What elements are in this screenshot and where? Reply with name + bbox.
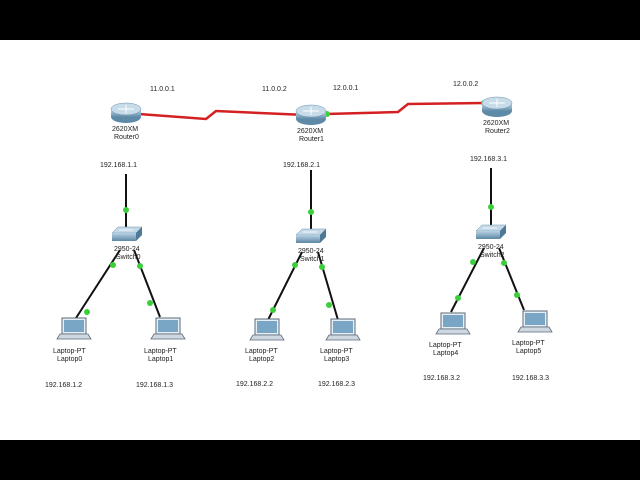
- status-light: [501, 260, 507, 266]
- laptop-ip: 192.168.2.2: [236, 381, 273, 388]
- laptop4[interactable]: Laptop-PT Laptop4 192.168.3.2: [423, 312, 471, 382]
- laptop-type: Laptop-PT: [429, 342, 462, 349]
- router0[interactable]: 2620XM Router0: [110, 102, 142, 141]
- laptop-name: Laptop0: [57, 356, 82, 363]
- status-light: [137, 263, 143, 269]
- laptop-type: Laptop-PT: [144, 348, 177, 355]
- status-light: [147, 300, 153, 306]
- laptop3[interactable]: Laptop-PT Laptop3 192.168.2.3: [318, 318, 361, 388]
- laptop-name: Laptop2: [249, 356, 274, 363]
- lan-link-switch0-laptop0[interactable]: [75, 249, 121, 319]
- status-light: [470, 259, 476, 265]
- status-light: [110, 262, 116, 268]
- switch-model: 2950-24: [298, 248, 324, 255]
- laptop-type: Laptop-PT: [512, 340, 545, 347]
- lan-link-switch1-laptop3[interactable]: [317, 251, 339, 321]
- laptop0[interactable]: Laptop-PT Laptop0 192.168.1.2: [45, 317, 92, 389]
- status-light: [84, 309, 90, 315]
- lan-link-switch0-laptop1[interactable]: [133, 249, 161, 318]
- switch-name: Switch1: [300, 256, 325, 263]
- status-light: [326, 302, 332, 308]
- laptop-type: Laptop-PT: [245, 348, 278, 355]
- wan-ip-label: 11.0.0.1: [150, 86, 175, 93]
- wan-ip-label: 12.0.0.2: [453, 81, 478, 88]
- laptop-type: Laptop-PT: [53, 348, 86, 355]
- wan-ip-label: 11.0.0.2: [262, 86, 287, 93]
- router-lan-ip: 192.168.2.1: [283, 162, 320, 169]
- status-light: [488, 204, 494, 210]
- switch-name: Switch0: [116, 254, 141, 261]
- laptop1[interactable]: Laptop-PT Laptop1 192.168.1.3: [136, 317, 186, 389]
- status-light: [292, 262, 298, 268]
- router-lan-ip: 192.168.3.1: [470, 156, 507, 163]
- laptop-ip: 192.168.3.3: [512, 375, 549, 382]
- status-light: [308, 209, 314, 215]
- topology-canvas: 11.0.0.1 11.0.0.2 12.0.0.1 12.0.0.2 2620…: [0, 40, 640, 440]
- status-light: [123, 207, 129, 213]
- wan-ip-label: 12.0.0.1: [333, 85, 358, 92]
- laptop-ip: 192.168.1.3: [136, 382, 173, 389]
- router-model: 2620XM: [112, 126, 138, 133]
- router-model: 2620XM: [297, 128, 323, 135]
- router-name: Router2: [485, 128, 510, 135]
- links: [75, 101, 525, 321]
- switch-model: 2950-24: [114, 246, 140, 253]
- router2[interactable]: 2620XM Router2: [481, 96, 513, 135]
- laptop-ip: 192.168.3.2: [423, 375, 460, 382]
- laptop-name: Laptop4: [433, 350, 458, 357]
- network-topology: 11.0.0.1 11.0.0.2 12.0.0.1 12.0.0.2 2620…: [45, 81, 553, 389]
- wan-link-router1-router2[interactable]: [325, 101, 485, 116]
- wan-link-router0-router1[interactable]: [125, 109, 307, 121]
- lan-link-switch2-laptop5[interactable]: [498, 247, 525, 311]
- switch-name: Switch2: [480, 252, 505, 259]
- laptop-name: Laptop1: [148, 356, 173, 363]
- router-name: Router1: [299, 136, 324, 143]
- status-light: [270, 307, 276, 313]
- switch0[interactable]: 2950-24 Switch0: [111, 226, 143, 261]
- router-lan-ip: 192.168.1.1: [100, 162, 137, 169]
- router-name: Router0: [114, 134, 139, 141]
- laptop-ip: 192.168.2.3: [318, 381, 355, 388]
- laptop5[interactable]: Laptop-PT Laptop5 192.168.3.3: [512, 310, 553, 382]
- switch2[interactable]: 2950-24 Switch2: [475, 224, 507, 259]
- laptop2[interactable]: Laptop-PT Laptop2 192.168.2.2: [236, 318, 285, 388]
- laptop-type: Laptop-PT: [320, 348, 353, 355]
- status-light: [319, 264, 325, 270]
- status-light: [514, 292, 520, 298]
- lan-link-switch2-laptop4[interactable]: [450, 247, 485, 313]
- laptop-name: Laptop5: [516, 348, 541, 355]
- laptop-name: Laptop3: [324, 356, 349, 363]
- switch1[interactable]: 2950-24 Switch1: [295, 228, 327, 263]
- status-light: [455, 295, 461, 301]
- router1[interactable]: 2620XM Router1: [295, 104, 327, 143]
- laptop-ip: 192.168.1.2: [45, 382, 82, 389]
- router-model: 2620XM: [483, 120, 509, 127]
- switch-model: 2950-24: [478, 244, 504, 251]
